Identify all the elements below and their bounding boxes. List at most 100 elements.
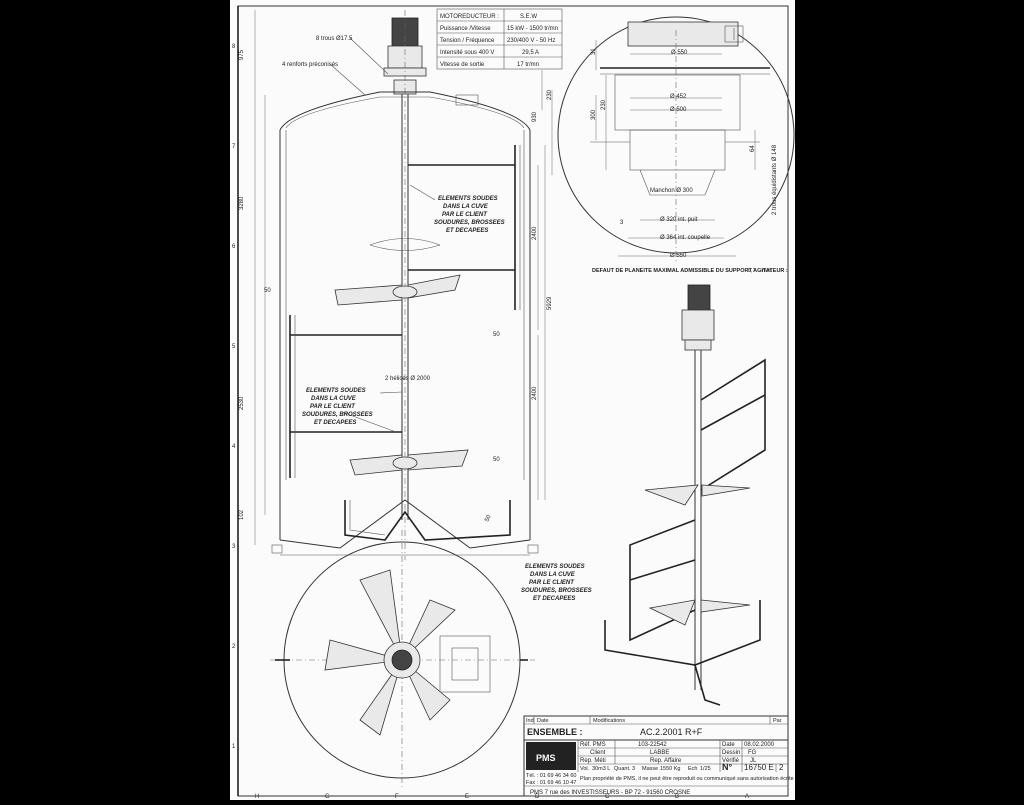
rep-affaire-label: Rep. Affaire [650, 758, 682, 764]
ensemble-label: ENSEMBLE : [527, 727, 583, 737]
border-letter: G [325, 794, 330, 800]
svg-text:PAR LE CLIENT: PAR LE CLIENT [529, 580, 575, 586]
client-value: LABBE [650, 750, 669, 756]
ref-pms-value: 103-22542 [638, 742, 667, 748]
dim-230-detail: 230 [601, 99, 607, 110]
motor-table-label: Vitesse de sortie [440, 62, 485, 68]
svg-text:ELEMENTS SOUDES: ELEMENTS SOUDES [306, 388, 366, 394]
dim-d550-top: Ø 550 [671, 50, 688, 56]
dim-31: 31 [591, 48, 597, 55]
border-letter: A [745, 794, 749, 800]
dim-right-2400-upper: 2400 [532, 226, 538, 240]
ech-value: 1/25 [700, 766, 711, 772]
welded-note-upper: ELEMENTS SOUDES DANS LA CUVE PAR LE CLIE… [434, 196, 505, 234]
top-view [270, 530, 535, 790]
border-number: 6 [232, 244, 236, 250]
flatness-note: DEFAUT DE PLANEITE MAXIMAL ADMISSIBLE DU… [592, 268, 788, 274]
dim-50: 50 [493, 332, 500, 338]
dim-d550-bottom: Ø 550 [670, 253, 687, 259]
border-number: 1 [232, 744, 236, 750]
svg-text:ET DECAPEES: ET DECAPEES [314, 420, 356, 426]
dim-50: 50 [484, 514, 493, 523]
rev-header-modifications: Modifications [593, 718, 625, 724]
dim-right-5929: 5929 [547, 296, 553, 310]
dim-right-930: 930 [532, 111, 538, 122]
welded-note-middle: ELEMENTS SOUDES DANS LA CUVE PAR LE CLIE… [302, 388, 373, 426]
propellers-label: 2 hélices Ø 2000 [385, 376, 431, 382]
vol-value: 30m3 L [592, 766, 610, 772]
ensemble-value: AC.2.2001 R+F [640, 727, 703, 737]
dim-3: 3 [620, 220, 624, 226]
svg-text:PAR LE CLIENT: PAR LE CLIENT [310, 404, 356, 410]
dim-50: 50 [493, 457, 500, 463]
reinforcements-label: 4 renforts préconisés [282, 62, 338, 68]
dim-d320: Ø 320 int. puit [660, 217, 698, 223]
pms-logo [526, 742, 576, 770]
holes-148-label: 2 trous équidistants Ø 148 [772, 144, 778, 215]
rev-header-date: Date [537, 718, 549, 724]
verifie-label: Vérifié [722, 758, 740, 764]
vol-label: Vol. [580, 766, 590, 772]
date-value: 08.02.2000 [744, 742, 775, 748]
svg-text:ET DECAPEES: ET DECAPEES [446, 228, 488, 234]
dim-50: 50 [264, 288, 271, 294]
dim-64: 64 [750, 145, 756, 152]
dessin-label: Dessin [722, 750, 740, 756]
motor-table-value: 230/400 V - 50 Hz [507, 38, 555, 44]
quant-value: 3 [632, 766, 635, 772]
rev-header-ind: Ind [526, 718, 534, 724]
dim-left-3280: 3280 [239, 196, 245, 210]
svg-text:ELEMENTS SOUDES: ELEMENTS SOUDES [525, 564, 585, 570]
dim-left-2530: 2530 [239, 396, 245, 410]
number-label: N° [722, 762, 732, 772]
border-number: 2 [232, 644, 236, 650]
border-number: 8 [232, 44, 236, 50]
masse-label: Masse [642, 766, 658, 772]
company-address: PMS 7 rue des INVESTISSEURS - BP 72 - 91… [530, 790, 690, 796]
rep-meti-label: Rep. Méti [580, 758, 606, 764]
motor-table-value: 29,5 A [522, 50, 539, 56]
border-number: 5 [232, 344, 236, 350]
tank-side-view [254, 10, 553, 560]
border-letter: D [535, 794, 540, 800]
border-letter: F [395, 794, 399, 800]
border-letter: E [465, 794, 469, 800]
svg-text:SOUDURES, BROSSEES: SOUDURES, BROSSEES [302, 412, 373, 418]
motor-table-label: Puissance /Vitesse [440, 26, 491, 32]
svg-text:ET DECAPEES: ET DECAPEES [533, 596, 575, 602]
number-value: 16750 E [744, 763, 774, 772]
motor-table: MOTOREDUCTEUR : S.E.W Puissance /Vitesse… [436, 8, 563, 70]
dim-left-102: 102 [239, 509, 245, 520]
quant-label: Quant. [614, 766, 631, 772]
tel: Tél. : 01 69 46 34 60 [526, 773, 576, 779]
border-number: 3 [232, 544, 236, 550]
border-letter: C [605, 794, 610, 800]
isometric-agitator [604, 284, 766, 706]
svg-text:DANS LA CUVE: DANS LA CUVE [530, 572, 576, 578]
border-number: 4 [232, 444, 236, 450]
drawing-sheet: H G F E D C B A 8 7 6 5 4 3 2 1 MOTOREDU… [230, 0, 795, 800]
border-numbers: 8 7 6 5 4 3 2 1 [232, 44, 236, 750]
dim-d500: Ø 500 [670, 107, 687, 113]
property-note: Plan propriété de PMS, il ne peut être r… [580, 776, 794, 782]
motor-table-value: 17 tr/mn [517, 62, 539, 68]
motor-table-value: S.E.W [520, 14, 537, 20]
welded-note-lower: ELEMENTS SOUDES DANS LA CUVE PAR LE CLIE… [521, 564, 592, 602]
svg-text:0,7: 0,7 [748, 268, 756, 274]
rev-header-par: Par [773, 718, 782, 724]
masse-value: 1550 Kg [660, 766, 681, 772]
client-label: Client [590, 750, 606, 756]
dim-d364: Ø 364 int. coupelle [660, 235, 711, 241]
svg-text:PAR LE CLIENT: PAR LE CLIENT [442, 212, 488, 218]
sheet-number: 2 [779, 763, 784, 772]
svg-text:ELEMENTS SOUDES: ELEMENTS SOUDES [438, 196, 498, 202]
svg-text:SOUDURES, BROSSEES: SOUDURES, BROSSEES [521, 588, 592, 594]
pms-logo-text: PMS [536, 753, 556, 763]
motor-table-label: Intensité sous 400 V [440, 50, 494, 56]
fax: Fax : 01 69 46 10 47 [526, 780, 576, 786]
sleeve-label: Manchon Ø 300 [650, 188, 693, 194]
border-number: 7 [232, 144, 236, 150]
date-label: Date [722, 742, 735, 748]
border-letter: H [255, 794, 259, 800]
title-block: Ind Date Modifications Par ENSEMBLE : AC… [523, 715, 794, 797]
